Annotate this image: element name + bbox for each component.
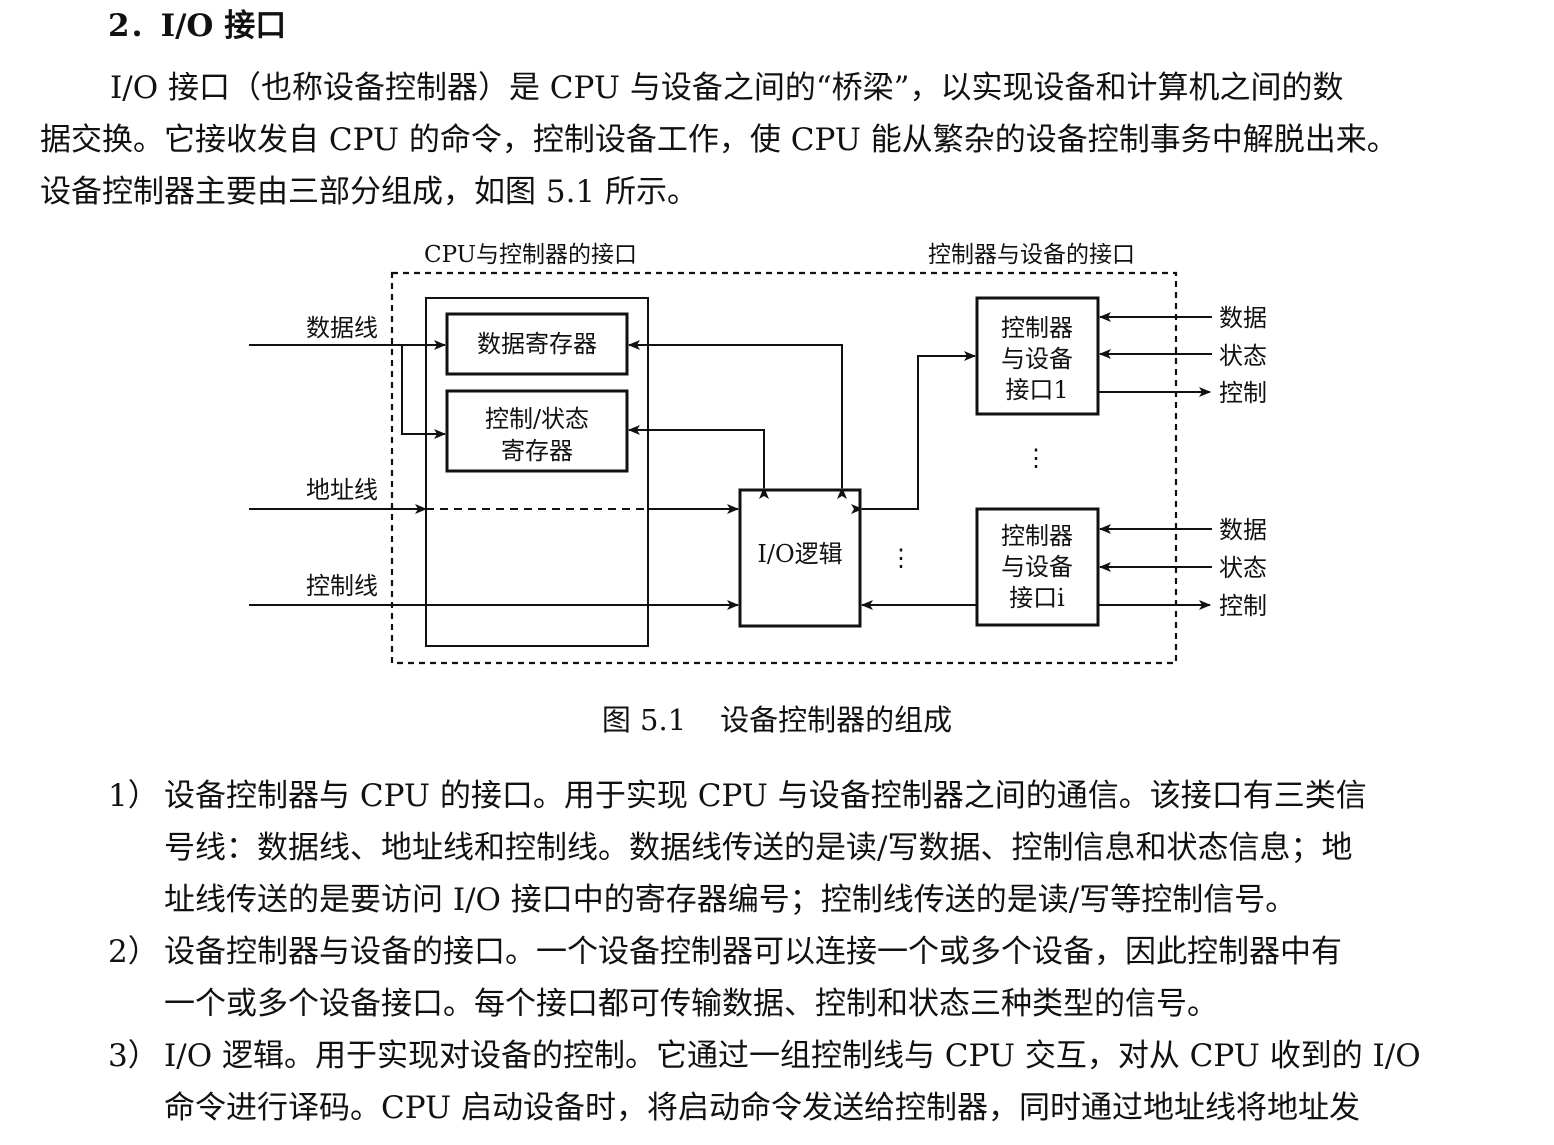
numbered-list: 1） 设备控制器与 CPU 的接口。用于实现 CPU 与设备控制器之间的通信。该…: [108, 770, 1508, 1134]
item-line: 址线传送的是要访问 I/O 接口中的寄存器编号；控制线传送的是读/写等控制信号。: [164, 882, 1297, 918]
io-interface-1-connector: [851, 351, 976, 514]
caption-number: 图 5.1: [601, 703, 687, 737]
signal-control-i: 控制: [1219, 592, 1267, 620]
data-register-io-connector: [628, 340, 847, 499]
list-item: 2） 设备控制器与设备的接口。一个设备控制器可以连接一个或多个设备，因此控制器中…: [108, 926, 1508, 1030]
item-line: 号线：数据线、地址线和控制线。数据线传送的是读/写数据、控制信息和状态信息；地: [164, 830, 1353, 866]
control-register-io-connector: [628, 425, 769, 499]
item-line: 设备控制器与 CPU 的接口。用于实现 CPU 与设备控制器之间的通信。该接口有…: [164, 778, 1367, 814]
control-status-register-label: 控制/状态: [485, 405, 589, 433]
device-interface-1-label: 接口1: [1005, 376, 1068, 404]
controller-boundary: [390, 271, 1178, 665]
interface-i-signals: [1098, 524, 1212, 610]
intro-line: I/O 接口（也称设备控制器）是 CPU 与设备之间的“桥梁”，以实现设备和计算…: [110, 70, 1344, 106]
device-interface-1-label: 控制器: [1001, 314, 1073, 342]
item-number: 1）: [108, 778, 159, 814]
signal-control-1: 控制: [1219, 379, 1267, 407]
address-line-label: 地址线: [306, 476, 378, 504]
device-interface-i-label: 控制器: [1001, 522, 1073, 550]
device-interface-i-label: 与设备: [1001, 553, 1073, 581]
item-line: 设备控制器与设备的接口。一个设备控制器可以连接一个或多个设备，因此控制器中有: [164, 934, 1342, 970]
device-interface-label: 控制器与设备的接口: [928, 242, 1135, 268]
diagram-svg: CPU与控制器的接口 控制器与设备的接口 数据寄存器 控制/状态 寄存器 I/O…: [249, 242, 1267, 665]
device-interface-i-box: [975, 507, 1100, 627]
caption-text: 设备控制器的组成: [720, 703, 953, 737]
io-ellipsis: ⋮: [889, 544, 913, 572]
list-item: 3） I/O 逻辑。用于实现对设备的控制。它通过一组控制线与 CPU 交互，对从…: [108, 1030, 1508, 1134]
item-line: I/O 逻辑。用于实现对设备的控制。它通过一组控制线与 CPU 交互，对从 CP…: [164, 1038, 1421, 1074]
signal-data-1: 数据: [1219, 304, 1267, 332]
data-line-connector: [249, 340, 446, 439]
signal-status-1: 状态: [1219, 342, 1267, 370]
interface-ellipsis: ⋮: [1024, 444, 1048, 472]
intro-paragraph: I/O 接口（也称设备控制器）是 CPU 与设备之间的“桥梁”，以实现设备和计算…: [40, 62, 1480, 218]
device-interface-1-label: 与设备: [1001, 345, 1073, 373]
section-heading: 2．I/O 接口: [108, 8, 287, 44]
data-register-label: 数据寄存器: [477, 330, 597, 358]
signal-data-i: 数据: [1219, 516, 1267, 544]
item-line: 一个或多个设备接口。每个接口都可传输数据、控制和状态三种类型的信号。: [164, 986, 1218, 1022]
signal-status-i: 状态: [1219, 554, 1267, 582]
figure-caption: 图 5.1 设备控制器的组成: [0, 700, 1554, 740]
io-logic-label: I/O逻辑: [757, 540, 842, 568]
item-number: 2）: [108, 934, 159, 970]
control-status-register-box: [445, 389, 629, 473]
cpu-interface-label: CPU与控制器的接口: [424, 242, 637, 268]
intro-line: 设备控制器主要由三部分组成，如图 5.1 所示。: [40, 174, 699, 210]
figure-device-controller: CPU与控制器的接口 控制器与设备的接口 数据寄存器 控制/状态 寄存器 I/O…: [0, 228, 1554, 688]
item-number: 3）: [108, 1038, 159, 1074]
control-status-register-label: 寄存器: [501, 437, 573, 465]
data-register-box: [445, 312, 629, 376]
device-interface-i-label: 接口i: [1009, 584, 1065, 612]
interface-1-signals: [1098, 312, 1212, 397]
device-interface-1-box: [975, 296, 1100, 416]
list-item: 1） 设备控制器与 CPU 的接口。用于实现 CPU 与设备控制器之间的通信。该…: [108, 770, 1508, 926]
control-line-label: 控制线: [306, 572, 378, 600]
intro-line: 据交换。它接收发自 CPU 的命令，控制设备工作，使 CPU 能从繁杂的设备控制…: [40, 122, 1398, 158]
item-line: 命令进行译码。CPU 启动设备时，将启动命令发送给控制器，同时通过地址线将地址发: [164, 1090, 1361, 1126]
data-line-label: 数据线: [306, 314, 378, 342]
